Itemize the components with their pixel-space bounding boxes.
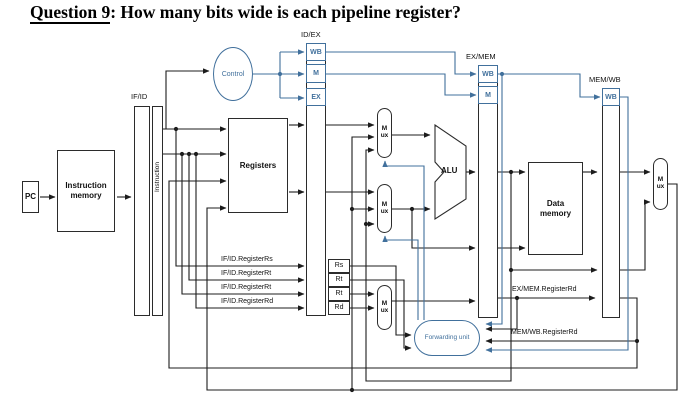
if-id-register-rs-label: IF/ID.RegisterRs: [221, 256, 273, 263]
alu-shape: [434, 123, 467, 221]
forwarding-unit: Forwarding unit: [414, 320, 480, 356]
mem-wb-label: MEM/WB: [589, 75, 621, 84]
if-id-register-rd-label: IF/ID.RegisterRd: [221, 298, 274, 305]
instruction-memory-block: Instruction memory: [57, 150, 115, 232]
alu-label: ALU: [441, 166, 458, 175]
control-unit: Control: [213, 47, 253, 101]
id-ex-ex-field: EX: [306, 88, 326, 106]
id-ex-register: [306, 43, 326, 316]
write-back-mux: Mux: [653, 158, 668, 210]
ex-mem-label: EX/MEM: [466, 52, 496, 61]
rt-field-box-1: Rt: [328, 273, 350, 287]
instruction-bus-label: Instruction: [154, 162, 161, 192]
rd-field-box: Rd: [328, 301, 350, 315]
if-id-label: IF/ID: [131, 92, 148, 101]
data-memory-block: Data memory: [528, 162, 583, 255]
if-id-register-rt-label-1: IF/ID.RegisterRt: [221, 270, 272, 277]
pc-block: PC: [22, 181, 39, 213]
ex-mem-m-field: M: [478, 86, 498, 104]
if-id-register: [134, 106, 150, 316]
question-text: : How many bits wide is each pipeline re…: [110, 2, 461, 22]
alu-src-b-mux: Mux: [377, 184, 392, 233]
id-ex-label: ID/EX: [301, 30, 321, 39]
alu-src-a-mux: Mux: [377, 108, 392, 158]
question-title: Question 9: How many bits wide is each p…: [30, 2, 461, 24]
ex-mem-wb-field: WB: [478, 65, 498, 83]
dest-register-mux: Mux: [377, 285, 392, 330]
id-ex-m-field: M: [306, 64, 326, 83]
ex-mem-register-rd-label: EX/MEM.RegisterRd: [512, 286, 577, 293]
registers-block: Registers: [228, 118, 288, 213]
rt-field-box-2: Rt: [328, 287, 350, 301]
id-ex-wb-field: WB: [306, 43, 326, 61]
rs-field-box: Rs: [328, 259, 350, 273]
if-id-register-rt-label-2: IF/ID.RegisterRt: [221, 284, 272, 291]
mem-wb-wb-field: WB: [602, 88, 620, 106]
mem-wb-register: [602, 88, 620, 318]
question-number: Question 9: [30, 2, 111, 24]
instruction-bus-column: [152, 106, 163, 316]
mem-wb-register-rd-label: MEM/WB.RegisterRd: [511, 329, 578, 336]
